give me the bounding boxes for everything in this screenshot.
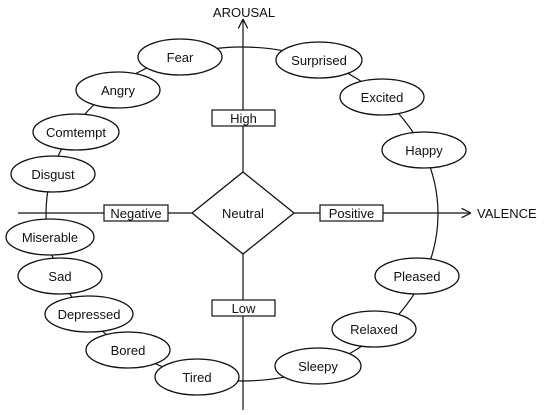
high-box: High — [211, 109, 276, 127]
emotion-node-disgust: Disgust — [10, 155, 96, 193]
emotion-node-sad: Sad — [17, 257, 103, 295]
emotion-node-angry: Angry — [75, 71, 161, 109]
emotion-label: Disgust — [31, 167, 75, 182]
emotion-label: Comtempt — [46, 125, 106, 140]
emotion-label: Fear — [167, 50, 194, 65]
emotion-label: Sleepy — [298, 359, 338, 374]
emotion-label: Surprised — [291, 53, 347, 68]
emotion-node-excited: Excited — [339, 78, 425, 116]
low-box-label: Low — [232, 301, 256, 316]
negative-box-label: Negative — [110, 206, 161, 221]
low-box: Low — [211, 299, 276, 317]
emotion-label: Miserable — [22, 230, 78, 245]
high-box-label: High — [230, 111, 257, 126]
emotion-label: Relaxed — [350, 322, 398, 337]
emotion-node-comtempt: Comtempt — [32, 113, 120, 151]
emotion-label: Angry — [101, 83, 135, 98]
neutral-label: Neutral — [222, 206, 264, 221]
emotion-label: Excited — [361, 90, 404, 105]
emotion-label: Sad — [48, 269, 71, 284]
emotion-label: Happy — [405, 143, 443, 158]
emotion-node-happy: Happy — [381, 131, 467, 169]
emotion-node-bored: Bored — [85, 331, 171, 369]
positive-box-label: Positive — [329, 206, 375, 221]
emotion-node-depressed: Depressed — [44, 295, 134, 333]
emotion-node-miserable: Miserable — [5, 218, 95, 256]
emotion-node-relaxed: Relaxed — [331, 310, 417, 348]
negative-box: Negative — [103, 204, 169, 222]
emotion-label: Depressed — [58, 307, 121, 322]
emotion-label: Bored — [111, 343, 146, 358]
emotion-node-pleased: Pleased — [374, 257, 460, 295]
emotion-node-fear: Fear — [137, 38, 223, 76]
emotion-node-surprised: Surprised — [275, 41, 363, 79]
emotion-label: Pleased — [394, 269, 441, 284]
positive-box: Positive — [319, 204, 384, 222]
neutral-node: Neutral — [190, 171, 296, 255]
emotion-label: Tired — [182, 370, 211, 385]
arousal-axis-label: AROUSAL — [213, 5, 275, 20]
valence-axis-label: VALENCE — [477, 206, 537, 221]
emotion-node-tired: Tired — [154, 358, 240, 396]
emotion-ring — [45, 46, 439, 382]
emotion-node-sleepy: Sleepy — [274, 347, 362, 385]
